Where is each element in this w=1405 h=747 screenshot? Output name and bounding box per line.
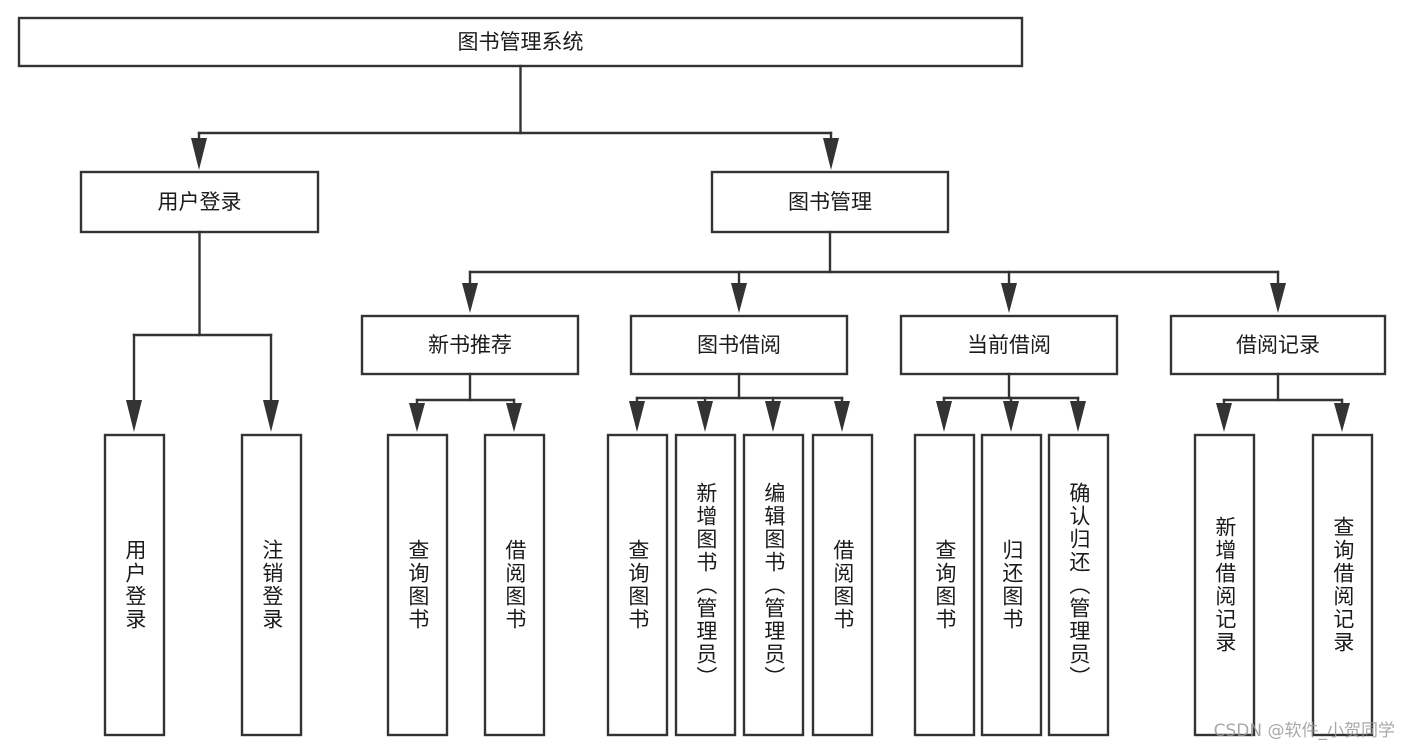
arrowhead-to-current-borrow [1001,283,1017,313]
node-current-borrow[interactable]: 当前借阅 [899,314,1119,376]
leaf-box-current-borrow-2[interactable] [980,433,1043,737]
arrowhead-leaf-book-borrow-4 [834,401,850,432]
leaf-box-current-borrow-3[interactable] [1047,433,1110,737]
book-borrow-label: 图书借阅 [697,333,781,357]
book-manage-label: 图书管理 [788,190,872,214]
arrowhead-leaf-current-borrow-2 [1003,401,1019,432]
leaf-box-borrow-record-2[interactable] [1311,433,1374,737]
leaf-box-new-book-1[interactable] [386,433,449,737]
book-manage-box[interactable] [710,170,950,234]
arrowhead-leaf-borrow-record-2 [1334,403,1350,432]
arrowhead-leaf-current-borrow-1 [936,401,952,432]
arrowhead-leaf-user-login-1 [126,400,142,432]
arrowhead-to-book-manage [823,138,839,170]
arrowhead-to-user-login [191,138,207,170]
leaf-box-book-borrow-4[interactable] [811,433,874,737]
leaf-box-user-login-2[interactable] [240,433,303,737]
arrowhead-leaf-book-borrow-1 [629,401,645,432]
new-book-recommend-box[interactable] [360,314,580,376]
arrowhead-leaf-user-login-2 [263,400,279,432]
book-borrow-box[interactable] [629,314,849,376]
leaf-box-new-book-2[interactable] [483,433,546,737]
root-label: 图书管理系统 [458,30,584,54]
node-borrow-record[interactable]: 借阅记录 [1169,314,1387,376]
arrowhead-leaf-new-book-2 [506,403,522,432]
arrowhead-leaf-new-book-1 [409,403,425,432]
user-login-label: 用户登录 [158,190,242,214]
borrow-record-label: 借阅记录 [1236,333,1320,357]
node-user-login[interactable]: 用户登录 [79,170,320,234]
current-borrow-box[interactable] [899,314,1119,376]
current-borrow-label: 当前借阅 [967,333,1051,357]
arrowhead-leaf-current-borrow-3 [1070,401,1086,432]
leaf-box-borrow-record-1[interactable] [1193,433,1256,737]
node-new-book-recommend[interactable]: 新书推荐 [360,314,580,376]
new-book-recommend-label: 新书推荐 [428,333,512,357]
leaf-box-book-borrow-2[interactable] [674,433,737,737]
leaf-box-book-borrow-1[interactable] [606,433,669,737]
arrowhead-to-borrow-record [1270,283,1286,313]
arrowhead-leaf-book-borrow-3 [765,401,781,432]
leaf-box-book-borrow-3[interactable] [742,433,805,737]
arrowhead-leaf-book-borrow-2 [697,401,713,432]
leaf-box-user-login-1[interactable] [103,433,166,737]
arrowhead-leaf-borrow-record-1 [1216,403,1232,432]
node-book-manage[interactable]: 图书管理 [710,170,950,234]
node-root[interactable]: 图书管理系统 [17,16,1024,68]
root-box[interactable] [17,16,1024,68]
borrow-record-box[interactable] [1169,314,1387,376]
csdn-watermark: CSDN @软件_小贺同学 [1213,721,1395,741]
arrowhead-to-new-book [462,283,478,313]
leaf-box-current-borrow-1[interactable] [913,433,976,737]
node-book-borrow[interactable]: 图书借阅 [629,314,849,376]
arrowhead-to-book-borrow [731,283,747,313]
